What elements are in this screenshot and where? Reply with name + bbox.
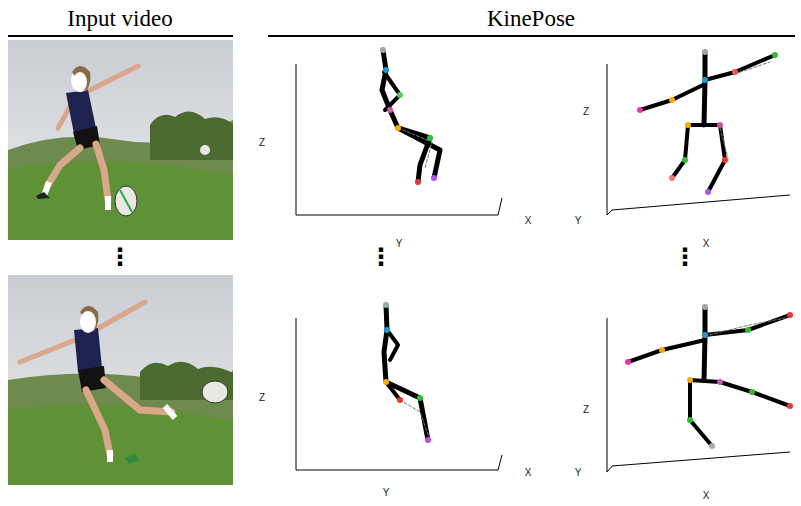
- axis-label: Y: [575, 468, 582, 478]
- column-header: Input video: [67, 7, 172, 30]
- joint-markers: [380, 47, 793, 449]
- axis-label: Y: [396, 239, 403, 249]
- axis-label: Z: [583, 405, 589, 415]
- axis-label: Z: [259, 393, 265, 403]
- ellipsis-mark: ⋮: [108, 245, 132, 269]
- header-rule: [268, 35, 795, 37]
- plot-axes: [296, 64, 790, 472]
- axis-label: X: [703, 491, 710, 501]
- ellipsis-mark: ⋮: [369, 245, 393, 269]
- axis-label: X: [525, 468, 532, 478]
- axis-label: Y: [575, 216, 582, 226]
- pose-skeleton: [382, 50, 790, 446]
- column-header: KinePose: [487, 7, 575, 30]
- video-frame: [8, 40, 233, 240]
- axis-label: X: [525, 216, 532, 226]
- axis-label: Z: [259, 138, 265, 148]
- ellipsis-mark: ⋮: [673, 245, 697, 269]
- axis-label: X: [703, 239, 710, 249]
- axis-label: Y: [383, 488, 390, 498]
- header-rule: [8, 35, 233, 37]
- video-frame: [8, 275, 233, 485]
- axis-label: Z: [583, 107, 589, 117]
